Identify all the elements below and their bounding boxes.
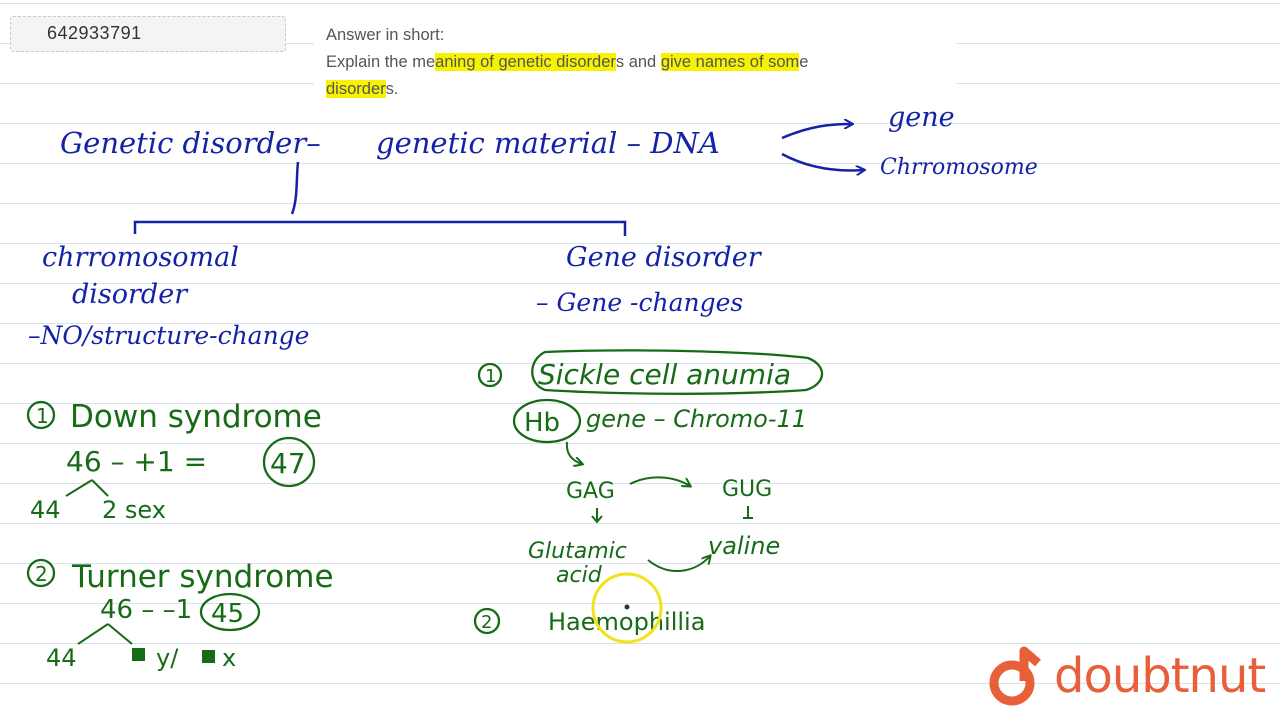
down-result-circle xyxy=(262,436,316,488)
question-panel: Answer in short: Explain the meaning of … xyxy=(314,14,956,106)
acid-text: acid xyxy=(556,563,603,588)
turner-x: x xyxy=(222,644,236,672)
sickle-cell-text: Sickle cell anumia xyxy=(538,358,791,391)
sickle-number-circle xyxy=(477,362,503,388)
pointer-dot xyxy=(624,604,630,610)
gug-down-mark xyxy=(743,506,753,519)
gene-text: gene xyxy=(888,102,955,133)
turner-syndrome-text: Turner syndrome xyxy=(71,559,334,595)
turner-erased-mark-2 xyxy=(202,650,215,663)
sickle-oval xyxy=(531,349,824,395)
hb-gene-chromo-text: gene – Chromo-11 xyxy=(586,405,807,433)
turner-split-lines xyxy=(77,623,133,645)
down-syndrome-text: Down syndrome xyxy=(70,399,322,435)
turner-result-circle xyxy=(199,592,261,632)
glutamic-to-valine-arrow xyxy=(647,556,710,573)
down-split-lines xyxy=(65,479,109,497)
arrow-to-gene xyxy=(781,124,852,140)
question-intro: Answer in short: xyxy=(326,26,445,44)
chromosomal-text: chrromosomal xyxy=(42,242,239,273)
haemophilia-text: Haemophillia xyxy=(548,608,705,636)
disorder-text: disorder xyxy=(72,279,189,310)
valine-text: valine xyxy=(708,532,780,560)
question-text-line3: disorders. xyxy=(326,80,399,98)
turner-result: 45 xyxy=(211,599,244,629)
down-result: 47 xyxy=(270,447,306,480)
sickle-number: 1 xyxy=(485,366,496,387)
chromosome-text: Chrromosome xyxy=(880,155,1038,180)
down-number-circle xyxy=(26,400,56,430)
video-id: 642933791 xyxy=(47,23,142,43)
question-text-line2: Explain the meaning of genetic disorders… xyxy=(326,53,809,71)
tree-bracket xyxy=(133,161,627,236)
pointer-highlight-ring xyxy=(591,572,663,644)
genetic-disorder-text: Genetic disorder– xyxy=(60,126,321,160)
turner-number: 2 xyxy=(35,562,48,586)
turner-equation: 46 – –1 xyxy=(100,595,192,625)
turner-xy: y/ xyxy=(156,644,179,672)
doubtnut-logo-icon xyxy=(989,646,1041,706)
gene-disorder-text: Gene disorder xyxy=(566,242,763,273)
arrow-to-chromosome xyxy=(781,152,864,170)
haemo-number: 2 xyxy=(481,612,492,633)
doubtnut-logo-text: doubtnut xyxy=(1054,648,1266,704)
hb-text: Hb xyxy=(524,408,560,438)
gag-down-mark xyxy=(591,508,603,524)
genetic-material-text: genetic material – DNA xyxy=(376,126,720,160)
turner-erased-mark-1 xyxy=(132,648,145,661)
turner-44: 44 xyxy=(46,644,77,672)
down-number: 1 xyxy=(36,404,49,428)
no-structure-change-text: –NO/structure-change xyxy=(28,321,309,350)
gene-changes-text: – Gene -changes xyxy=(536,288,743,317)
glutamic-text: Glutamic xyxy=(528,539,627,564)
haemo-number-circle xyxy=(473,607,501,635)
down-2sex: 2 sex xyxy=(102,496,166,524)
down-equation: 46 – +1 = xyxy=(66,445,207,478)
video-id-box[interactable]: 642933791 xyxy=(10,16,286,52)
gag-text: GAG xyxy=(566,479,615,504)
hb-circle xyxy=(512,398,582,444)
doubtnut-logo: doubtnut xyxy=(986,644,1266,708)
down-44: 44 xyxy=(30,496,61,524)
turner-number-circle xyxy=(26,558,56,588)
gug-text: GUG xyxy=(722,477,772,502)
hb-down-arrow xyxy=(565,441,582,464)
gag-to-gug-arrow xyxy=(629,476,690,486)
